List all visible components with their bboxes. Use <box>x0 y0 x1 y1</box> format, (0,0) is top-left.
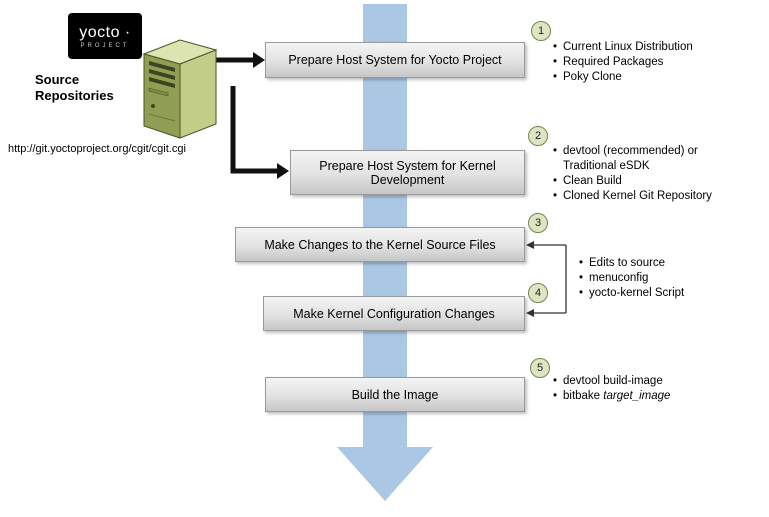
source-repositories-label: Source Repositories <box>35 72 114 103</box>
bullet-item: Cloned Kernel Git Repository <box>552 189 730 204</box>
server-icon <box>138 34 222 144</box>
step-box-4: Make Kernel Configuration Changes <box>263 296 525 331</box>
step-number-badge-2: 2 <box>528 126 548 146</box>
yocto-logo-subtext: PROJECT <box>80 42 130 49</box>
notes-step-2: devtool (recommended) or Traditional eSD… <box>552 144 730 204</box>
server-icon-art <box>142 39 218 139</box>
yocto-logo-text: yocto · <box>79 23 131 41</box>
bullet-item: yocto-kernel Script <box>578 286 748 301</box>
step-number-badge-5: 5 <box>530 358 550 378</box>
arrow-server-to-step1 <box>214 52 265 68</box>
connector-steps-3-4 <box>526 241 567 317</box>
bullet-item: devtool build-image <box>552 374 752 389</box>
yocto-logo: yocto · PROJECT <box>68 13 142 59</box>
bullet-item: devtool (recommended) or Traditional eSD… <box>552 144 730 174</box>
bullet-item: Required Packages <box>552 55 752 70</box>
bullet-item: bitbake target_image <box>552 389 752 404</box>
notes-steps-3-4: Edits to source menuconfig yocto-kernel … <box>578 256 748 301</box>
bullet-item: Poky Clone <box>552 70 752 85</box>
step-number-badge-1: 1 <box>531 21 551 41</box>
step-box-5: Build the Image <box>265 377 525 412</box>
bullet-item: Clean Build <box>552 174 730 189</box>
notes-step-1: Current Linux Distribution Required Pack… <box>552 40 752 85</box>
bullet-text-prefix: bitbake <box>563 390 604 402</box>
source-url: http://git.yoctoproject.org/cgit/cgit.cg… <box>8 143 186 155</box>
bullet-item: Edits to source <box>578 256 748 271</box>
step-box-2: Prepare Host System for Kernel Developme… <box>290 150 525 195</box>
step-box-1: Prepare Host System for Yocto Project <box>265 42 525 78</box>
step-box-3: Make Changes to the Kernel Source Files <box>235 227 525 262</box>
arrow-server-to-step2 <box>230 86 289 179</box>
bullet-item: Current Linux Distribution <box>552 40 752 55</box>
bullet-text-italic: target_image <box>603 390 671 402</box>
notes-step-5: devtool build-image bitbake target_image <box>552 374 752 404</box>
step-number-badge-3: 3 <box>528 213 548 233</box>
step-number-badge-4: 4 <box>528 283 548 303</box>
bullet-item: menuconfig <box>578 271 748 286</box>
